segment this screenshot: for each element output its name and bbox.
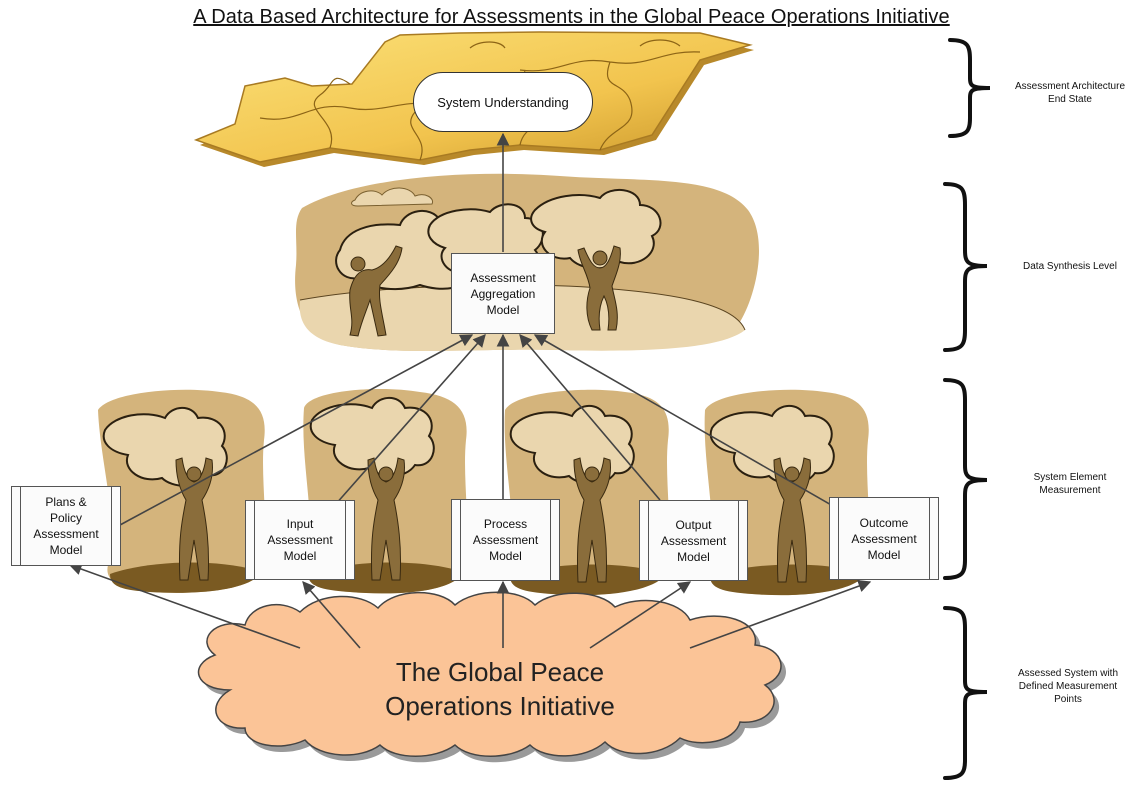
outcome-assessment-node: Outcome Assessment Model (829, 497, 939, 580)
level-element-measurement-label: System Element Measurement (1033, 472, 1107, 496)
gpoi-cloud-label: The Global Peace Operations Initiative (385, 657, 615, 721)
level-assessed-system-label: Assessed System with Defined Measurement… (1017, 668, 1119, 705)
arrow-output-to-aggregation (519, 334, 661, 501)
arrow-plans-to-aggregation (119, 334, 474, 526)
assessment-aggregation-node: Assessment Aggregation Model (451, 253, 555, 334)
arrow-gpoi-to-outcome (689, 579, 872, 649)
level-synthesis-label: Data Synthesis Level (1023, 261, 1117, 272)
plans-policy-assessment-node: Plans & Policy Assessment Model (11, 486, 121, 566)
input-assessment-node: Input Assessment Model (245, 500, 355, 580)
arrow-gpoi-to-input (302, 581, 361, 649)
level-braces (943, 38, 991, 780)
arrow-input-to-aggregation (334, 334, 486, 506)
output-assessment-node: Output Assessment Model (639, 500, 748, 581)
element-scenes-illustration (98, 388, 870, 596)
process-assessment-node: Process Assessment Model (451, 499, 560, 581)
system-understanding-node: System Understanding (413, 72, 593, 132)
arrow-gpoi-to-plans (68, 562, 301, 649)
gpoi-cloud-shape (197, 591, 787, 763)
diagram-title: A Data Based Architecture for Assessment… (193, 6, 950, 28)
brace-assessed-system (943, 606, 988, 780)
connector-arrows (68, 132, 872, 649)
arrow-outcome-to-aggregation (533, 334, 841, 511)
brace-element-measurement (943, 378, 988, 580)
brace-end-state (948, 38, 991, 138)
arrow-gpoi-to-output (589, 581, 692, 649)
brace-synthesis (943, 182, 988, 352)
level-end-state-label: Assessment Architecture End State (1014, 81, 1126, 105)
